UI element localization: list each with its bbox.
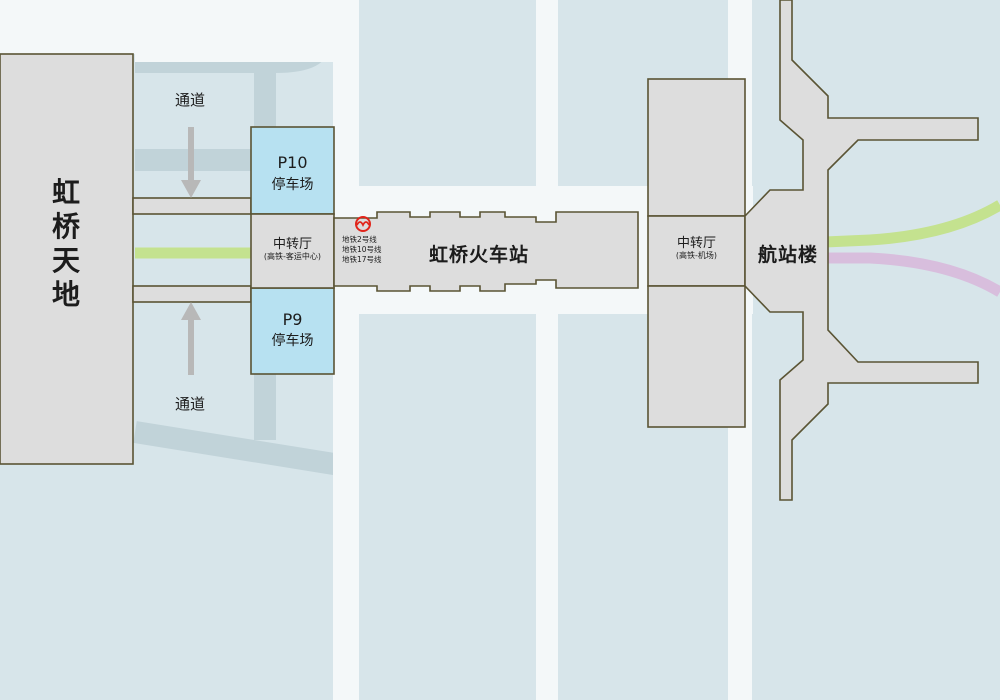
hongqiao-tiandi-char: 地 xyxy=(51,278,80,311)
transit-line-purple xyxy=(825,252,1000,297)
parking-p9-name: 停车场 xyxy=(271,333,314,349)
hongqiao-tiandi-char: 虹 xyxy=(51,176,80,209)
city-block xyxy=(359,314,536,700)
railway-station-building xyxy=(333,211,639,292)
white-road xyxy=(0,0,333,54)
corridor-bottom xyxy=(132,285,252,303)
hongqiao-tiandi-char: 天 xyxy=(51,244,80,277)
hongqiao-tiandi-char: 桥 xyxy=(51,210,80,243)
passage-bottom-label: 通道 xyxy=(174,395,205,413)
metro-line-label: 地铁10号线 xyxy=(342,245,382,254)
transfer-west-title: 中转厅 xyxy=(272,237,312,252)
parking-p10-name: 停车场 xyxy=(271,177,314,193)
metro-line-label: 地铁17号线 xyxy=(342,255,382,264)
parking-p9-code: P9 xyxy=(282,310,303,329)
parking-p10 xyxy=(250,126,335,215)
transfer-hall-east xyxy=(647,215,746,287)
hongqiao-tiandi-building xyxy=(0,53,134,465)
buildings xyxy=(0,0,979,501)
arrow-down-icon xyxy=(181,127,201,198)
transit-lines xyxy=(135,200,1000,297)
transfer-east-title: 中转厅 xyxy=(676,236,716,251)
terminal-building xyxy=(744,0,979,501)
passage-top-label: 通道 xyxy=(174,91,205,109)
transit-line-green xyxy=(824,200,1000,248)
transfer-east-subtitle: (高铁-机场) xyxy=(675,251,718,260)
arrows xyxy=(181,127,201,375)
hongqiao-tiandi-label: 虹 桥 天 地 xyxy=(46,176,86,312)
grey-road xyxy=(133,421,342,476)
white-road xyxy=(135,54,333,62)
metro-lines-list: 地铁2号线 地铁10号线 地铁17号线 xyxy=(342,235,382,265)
parking-p10-code: P10 xyxy=(277,153,308,172)
east-block-south xyxy=(647,285,746,428)
corridor-top xyxy=(132,197,252,215)
metro-icon xyxy=(355,216,371,232)
arrow-up-icon xyxy=(181,302,201,375)
transfer-west-subtitle: (高铁-客运中心) xyxy=(263,252,322,261)
metro-line-label: 地铁2号线 xyxy=(342,235,377,244)
east-block-north xyxy=(647,78,746,217)
terminal-label: 航站楼 xyxy=(757,244,818,266)
white-road xyxy=(536,0,558,700)
city-block xyxy=(359,0,536,186)
transfer-hall-west xyxy=(250,213,335,289)
railway-station-label: 虹桥火车站 xyxy=(428,244,529,266)
white-road xyxy=(333,0,359,700)
